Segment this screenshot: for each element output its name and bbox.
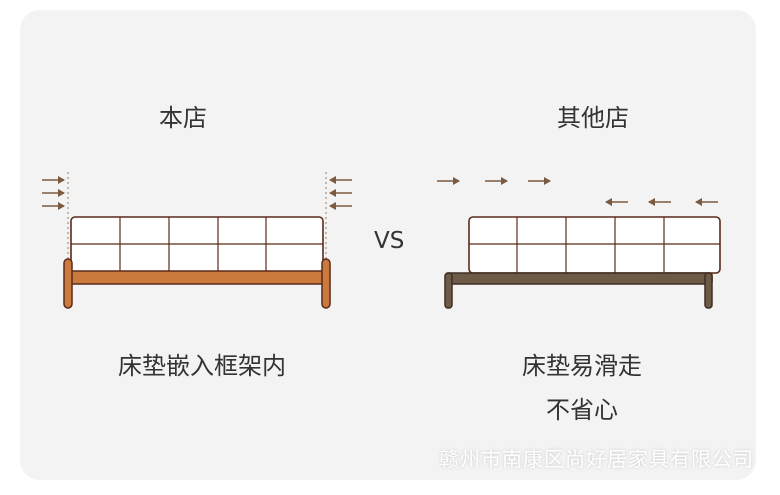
bed-frame-others <box>444 272 713 309</box>
caption-other-stores-line2: 不省心 <box>546 396 618 424</box>
mattress-others <box>468 216 721 274</box>
watermark: 赣州市南康区尚好居家具有限公司 <box>439 447 754 471</box>
bed-others <box>437 177 721 309</box>
arrow-left-icon <box>329 176 352 210</box>
mattress-ours <box>70 216 324 274</box>
bed-ours <box>42 172 352 309</box>
caption-other-stores-line1: 床垫易滑走 <box>522 352 642 380</box>
bed-frame-ours <box>63 258 331 309</box>
arrow-right-icon <box>42 176 65 210</box>
vs-label: VS <box>374 228 405 254</box>
label-our-store: 本店 <box>159 104 207 132</box>
caption-our-store: 床垫嵌入框架内 <box>118 352 286 380</box>
label-other-stores: 其他店 <box>557 104 629 132</box>
